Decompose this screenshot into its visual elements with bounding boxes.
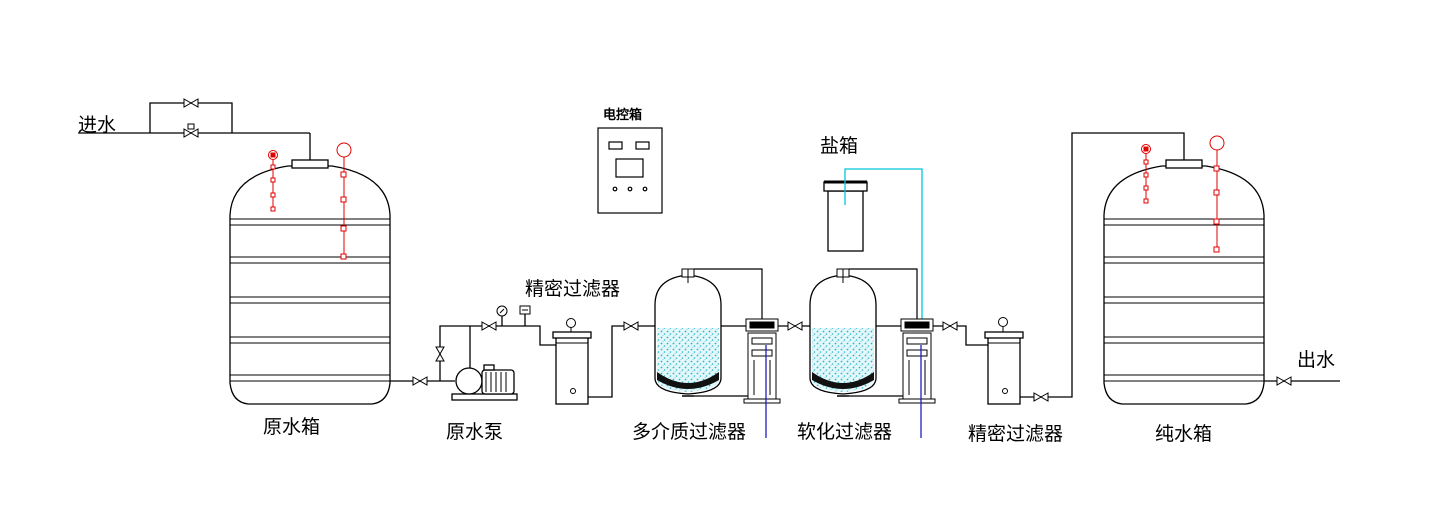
pump-bypass-valve[interactable] xyxy=(435,346,445,362)
control-box-label: 电控箱 xyxy=(603,107,642,123)
filter1-outlet-valve[interactable] xyxy=(623,321,639,331)
pump-discharge-valve[interactable] xyxy=(481,321,497,331)
filter2-outlet-piping xyxy=(1020,132,1185,398)
pure-tank-level-switch xyxy=(1209,135,1225,253)
multimedia-filter-gravel-layer xyxy=(657,372,719,389)
precision-filter-1 xyxy=(552,318,592,405)
softener-outlet-valve[interactable] xyxy=(942,321,958,331)
raw-water-tank xyxy=(229,159,391,405)
brine-line xyxy=(844,168,923,320)
pump-outlet-pressure-gauge xyxy=(496,305,508,317)
control-box[interactable] xyxy=(597,127,663,214)
inlet-float-valve[interactable] xyxy=(183,123,199,138)
softener-control-valve[interactable] xyxy=(898,318,936,404)
multimedia-filter-label: 多介质过滤器 xyxy=(632,421,746,443)
pump-suction-valve[interactable] xyxy=(412,376,428,386)
raw-tank-level-switch xyxy=(336,142,352,260)
precision-filter-2-label: 精密过滤器 xyxy=(968,423,1063,445)
pure-water-tank-label: 纯水箱 xyxy=(1155,423,1212,445)
raw-water-tank-label: 原水箱 xyxy=(263,416,320,438)
raw-water-pump[interactable] xyxy=(451,364,518,401)
inlet-label: 进水 xyxy=(78,114,116,136)
softener-resin-layer xyxy=(812,372,874,389)
raw-pump-label: 原水泵 xyxy=(446,421,503,443)
multimedia-filter-control-valve[interactable] xyxy=(743,318,781,404)
pure-tank-level-gauge xyxy=(1141,144,1151,204)
bypass-valve[interactable] xyxy=(183,98,199,108)
outlet-label: 出水 xyxy=(1297,349,1335,371)
filter2-outlet-valve[interactable] xyxy=(1033,392,1049,402)
precision-filter-2 xyxy=(984,317,1024,405)
softener-filter xyxy=(809,268,877,397)
softener-label: 软化过滤器 xyxy=(797,421,892,443)
outlet-valve[interactable] xyxy=(1276,376,1292,386)
pressure-switch xyxy=(519,305,531,315)
pure-water-tank xyxy=(1103,159,1265,405)
multimedia-filter xyxy=(654,268,722,397)
raw-tank-level-gauge xyxy=(268,150,278,212)
salt-tank-label: 盐箱 xyxy=(820,135,858,157)
softener-outlet-piping xyxy=(933,325,988,346)
precision-filter-1-label: 精密过滤器 xyxy=(525,278,620,300)
